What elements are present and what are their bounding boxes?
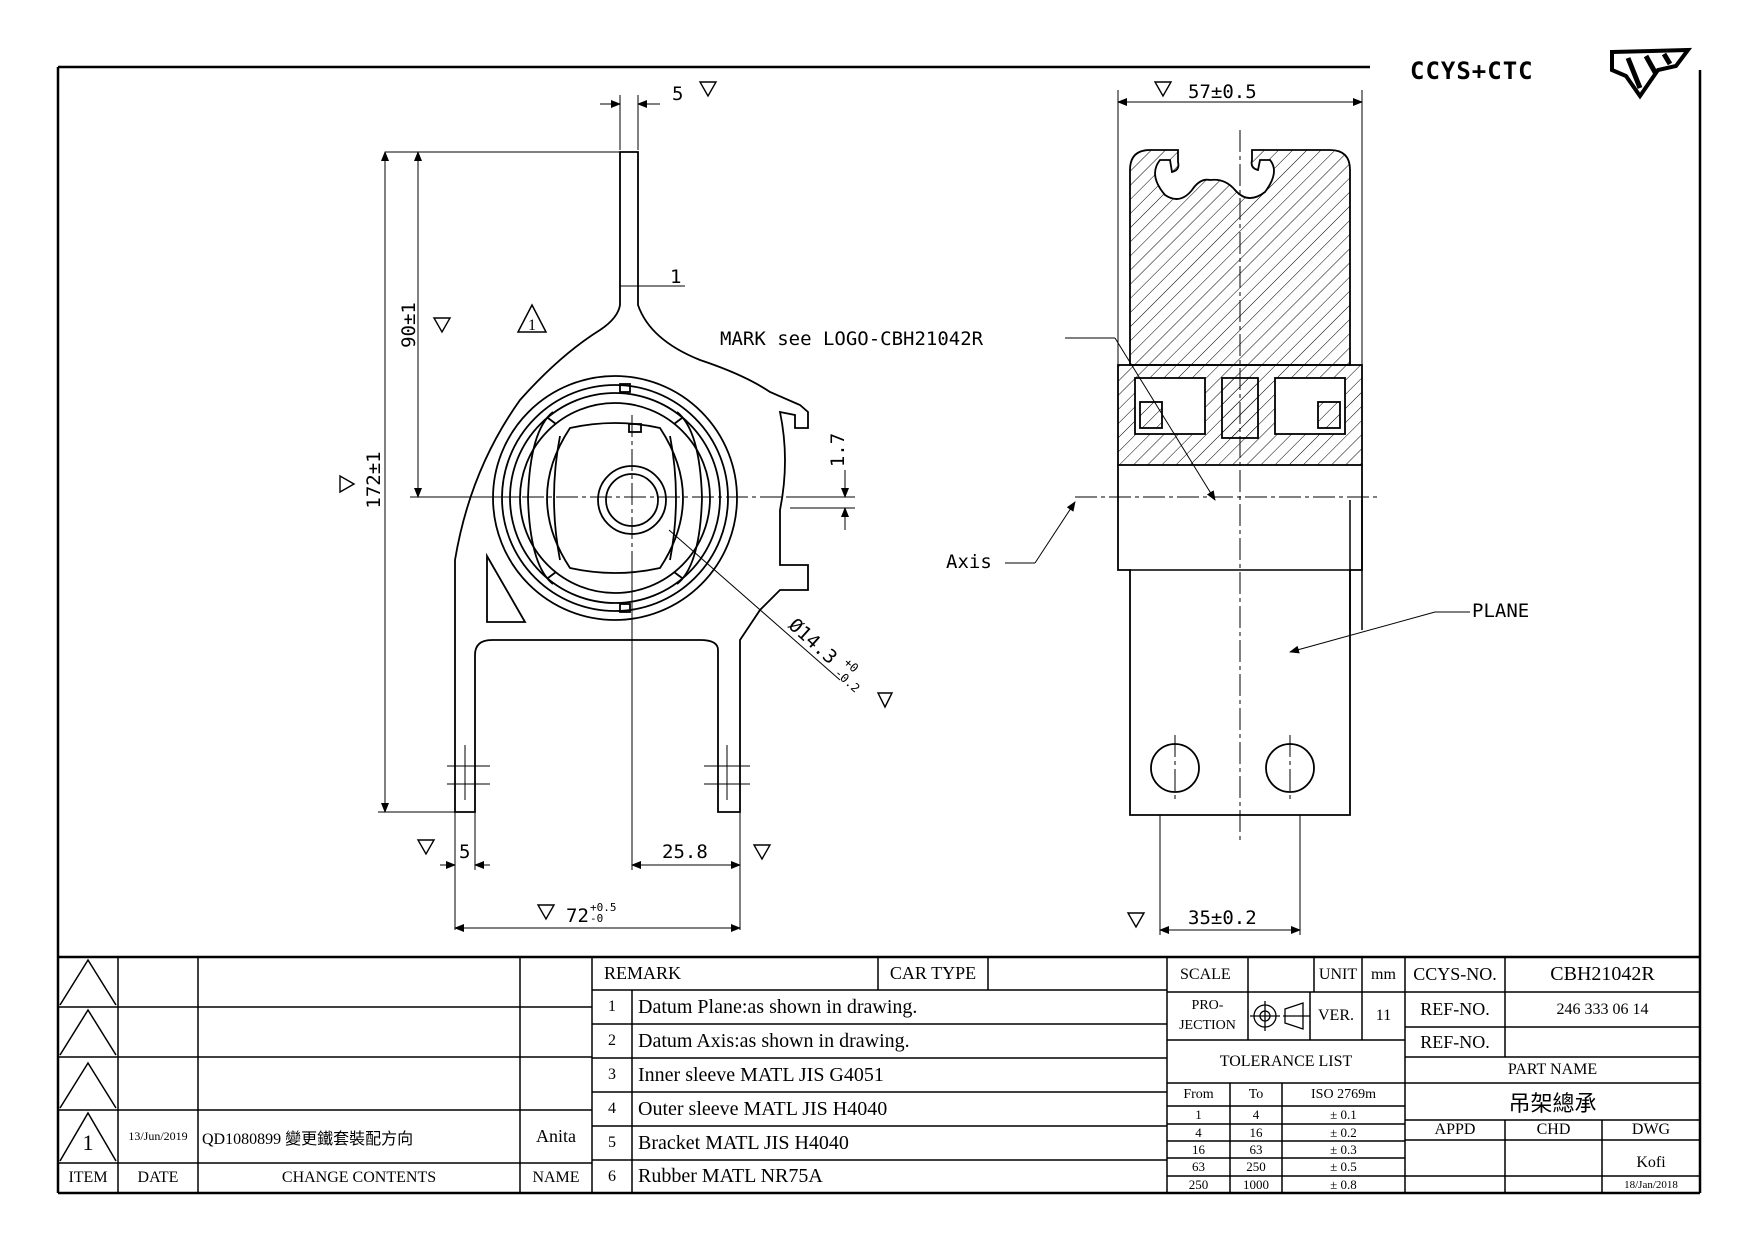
tolerance-row-1-tol: ± 0.1 <box>1330 1107 1357 1122</box>
part-name-label: PART NAME <box>1507 1061 1598 1078</box>
dim-57: 57±0.5 <box>1188 81 1257 103</box>
projection-symbol-icon <box>1250 1001 1310 1031</box>
change-row-4-contents: QD1080899 變更鐵套裝配方向 <box>202 1130 414 1148</box>
change-row-4-item: 1 <box>82 1129 94 1155</box>
tolerance-row-3-to: 63 <box>1249 1141 1263 1157</box>
company-logo: CCYS+CTC <box>1410 47 1693 100</box>
remark-item-1-text: Datum Plane:as shown in drawing. <box>638 995 918 1018</box>
unit-label: UNIT <box>1318 965 1358 983</box>
ref-no-value: 246 333 06 14 <box>1556 1000 1649 1018</box>
appd-label: APPD <box>1434 1121 1476 1138</box>
tolerance-row-1-to: 4 <box>1252 1107 1260 1122</box>
remark-label: REMARK <box>604 963 682 983</box>
surface-finish-symbols <box>339 81 1173 929</box>
projection-label-2: JECTION <box>1179 1018 1236 1033</box>
tolerance-row-5-to: 1000 <box>1243 1176 1269 1192</box>
dim-35: 35±0.2 <box>1188 907 1257 929</box>
dwg-name: Kofi <box>1636 1154 1666 1171</box>
revision-number: 1 <box>528 317 536 334</box>
ver-value: 11 <box>1375 1007 1392 1024</box>
tolerance-row-4-to: 250 <box>1246 1159 1266 1174</box>
change-header-name: NAME <box>532 1169 580 1186</box>
front-centerlines <box>420 415 855 640</box>
projection-label-1: PRO- <box>1191 998 1224 1013</box>
ref-no-label: REF-NO. <box>1420 999 1490 1019</box>
part-name-value: 吊架總承 <box>1508 1090 1597 1116</box>
logo-text: CCYS+CTC <box>1410 57 1534 85</box>
dia-leader <box>668 529 841 681</box>
ccys-no-label: CCYS-NO. <box>1413 964 1497 984</box>
change-header-contents: CHANGE CONTENTS <box>281 1169 437 1186</box>
side-view <box>1117 149 1363 816</box>
dim-5-top: 5 <box>672 83 683 105</box>
dim-dia-14-3: Ø14.3 +0 -0.2 <box>784 614 863 696</box>
change-row-4-date: 13/Jun/2019 <box>128 1129 188 1143</box>
ccys-no-value: CBH21042R <box>1550 963 1655 985</box>
remark-item-4-no: 4 <box>608 1100 616 1117</box>
dim-172: 172±1 <box>363 451 385 508</box>
scale-label: SCALE <box>1180 965 1231 983</box>
dwg-date: 18/Jan/2018 <box>1624 1178 1678 1191</box>
front-view <box>447 151 809 813</box>
tolerance-row-2-to: 16 <box>1249 1124 1263 1140</box>
tolerance-row-5-tol: ± 0.8 <box>1330 1176 1357 1192</box>
change-header-date: DATE <box>137 1169 179 1186</box>
ref-no2-value <box>1505 1027 1700 1057</box>
scale-value <box>1248 957 1314 992</box>
remark-item-1-no: 1 <box>608 998 616 1015</box>
tolerance-header-to: To <box>1248 1086 1264 1102</box>
dim-90: 90±1 <box>398 302 420 348</box>
side-dimensions <box>1005 90 1470 935</box>
dim-25-8: 25.8 <box>662 841 708 863</box>
tolerance-title: TOLERANCE LIST <box>1219 1052 1353 1070</box>
revision-triangle <box>516 303 548 333</box>
tolerance-row-1-from: 1 <box>1195 1107 1202 1122</box>
chd-label: CHD <box>1536 1121 1571 1138</box>
remark-item-4-text: Outer sleeve MATL JIS H4040 <box>638 1097 888 1120</box>
change-row-4-name: Anita <box>536 1126 576 1146</box>
remark-item-5-text: Bracket MATL JIS H4040 <box>638 1131 849 1154</box>
dwg-label: DWG <box>1631 1121 1671 1138</box>
plane-label: PLANE <box>1472 600 1529 622</box>
unit-value: mm <box>1371 965 1396 983</box>
dim-dia-14-3-lower: -0.2 <box>832 666 863 696</box>
tolerance-header-iso: ISO 2769m <box>1311 1086 1376 1102</box>
ref-no2-label: REF-NO. <box>1420 1031 1490 1052</box>
dim-72-upper: +0.5 <box>590 901 617 914</box>
remark-item-2-text: Datum Axis:as shown in drawing. <box>638 1029 910 1052</box>
remark-item-6-no: 6 <box>608 1167 616 1185</box>
tolerance-row-4-from: 63 <box>1192 1159 1205 1174</box>
dim-dia-14-3-value: Ø14.3 <box>784 614 841 669</box>
dim-1: 1 <box>670 266 681 288</box>
tolerance-row-3-tol: ± 0.3 <box>1330 1141 1357 1157</box>
car-type-value <box>988 957 1167 990</box>
dim-72-lower: -0 <box>590 912 603 925</box>
dim-72: 72 <box>566 905 589 927</box>
change-header-item: ITEM <box>68 1169 108 1186</box>
tolerance-row-2-tol: ± 0.2 <box>1330 1124 1357 1140</box>
drawing-frame <box>56 65 1702 1195</box>
remark-item-5-no: 5 <box>608 1134 616 1151</box>
dim-5-bottom: 5 <box>459 841 470 863</box>
side-centerlines <box>1075 130 1380 840</box>
ver-label: VER. <box>1318 1007 1354 1024</box>
remark-item-2-no: 2 <box>608 1032 616 1049</box>
front-dimensions <box>378 95 855 932</box>
mark-label: MARK see LOGO-CBH21042R <box>720 328 984 350</box>
axis-label: Axis <box>946 551 992 573</box>
tolerance-row-4-tol: ± 0.5 <box>1330 1159 1357 1174</box>
tolerance-header-from: From <box>1183 1086 1214 1102</box>
tolerance-row-2-from: 4 <box>1195 1124 1202 1140</box>
remark-item-3-no: 3 <box>608 1066 616 1083</box>
dim-1-7: 1.7 <box>827 433 849 467</box>
remark-item-6-text: Rubber MATL NR75A <box>638 1165 823 1187</box>
tolerance-row-3-from: 16 <box>1192 1141 1205 1157</box>
car-type-label: CAR TYPE <box>889 963 977 983</box>
remark-item-3-text: Inner sleeve MATL JIS G4051 <box>638 1063 884 1086</box>
tolerance-row-5-from: 250 <box>1188 1176 1209 1192</box>
